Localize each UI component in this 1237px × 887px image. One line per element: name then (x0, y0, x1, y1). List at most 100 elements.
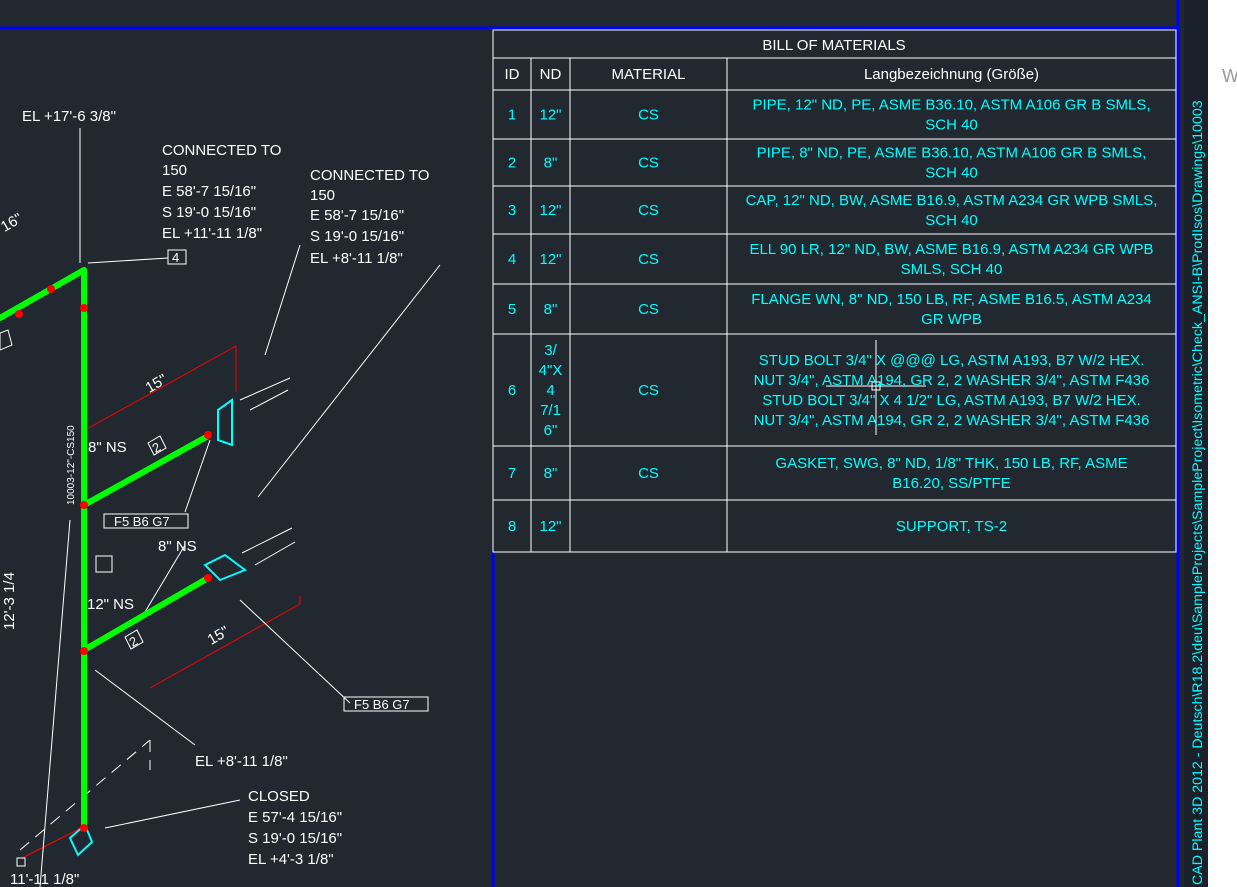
bill-of-materials-table: BILL OF MATERIALS ID ND MATERIAL Langbezeic… (492, 29, 1177, 553)
bom-cell-desc: B16.20, SS/PTFE (892, 475, 1010, 492)
bom-cell-material: CS (638, 107, 659, 124)
el-mid-label: EL +8'-11 1/8" (195, 753, 288, 770)
bom-cell-nd: 8" (544, 301, 558, 318)
bom-header-cell: ID (505, 66, 520, 83)
w-fragment: W (1222, 66, 1237, 86)
flange-symbols (68, 398, 248, 857)
bom-cell-nd: 12" (539, 518, 561, 535)
bom-rows: 1 12" CS PIPE, 12" ND, PE, ASME B36.10, AST… (508, 97, 1158, 536)
bom-title: BILL OF MATERIALS (762, 37, 905, 54)
closed-line: EL +4'-3 1/8" (248, 851, 334, 868)
tag-4-label: 4 (172, 250, 179, 265)
bom-row: 6 3/4"X 4 7/1 6" CS STUD BOLT 3/4" X @@@ LG, A… (508, 342, 1150, 439)
bom-border (492, 29, 1177, 553)
dimension-lines (21, 345, 301, 859)
drawing-frame (0, 0, 1180, 887)
closed-line: E 57'-4 15/16" (248, 809, 342, 826)
bom-cell-material: CS (638, 155, 659, 172)
bom-cell-desc: PIPE, 12" ND, PE, ASME B36.10, ASTM A106… (753, 97, 1151, 114)
bom-cell-id: 6 (508, 382, 516, 399)
bom-row: 1 12" CS PIPE, 12" ND, PE, ASME B36.10, AST… (508, 97, 1151, 134)
bom-grid-lines (493, 57, 1176, 552)
connected-to-1: CONNECTED TO 150 E 58'-7 15/16" S 19'-0 … (162, 142, 281, 242)
sidebar-strip (1184, 0, 1208, 887)
bom-cell-material: CS (638, 465, 659, 482)
conn1-line: EL +11'-11 1/8" (162, 225, 262, 242)
bom-cell-material: CS (638, 301, 659, 318)
f5-tag-1: F5 B6 G7 (114, 514, 170, 529)
dim-bottom-fragment: 11'-11 1/8" (10, 871, 79, 887)
ns-12-label: 12" NS (87, 596, 134, 613)
conn2-line: CONNECTED TO (310, 167, 429, 184)
el-top-label: EL +17'-6 3/8" (22, 108, 116, 125)
bom-header-cell: Langbezeichnung (Größe) (864, 66, 1039, 83)
conn1-line: E 58'-7 15/16" (162, 183, 256, 200)
closed-line: CLOSED (248, 788, 310, 805)
bom-cell-desc: STUD BOLT 3/4" X @@@ LG, ASTM A193, B7 W… (759, 352, 1145, 369)
ns-8-label-a: 8" NS (88, 439, 127, 456)
closed-label: CLOSED E 57'-4 15/16" S 19'-0 15/16" EL … (248, 788, 342, 868)
bom-cell-desc: SCH 40 (925, 165, 978, 182)
bom-cell-nd: 4 (546, 382, 554, 399)
bom-row: 7 8" CS GASKET, SWG, 8" ND, 1/8" THK, 150 L… (508, 455, 1128, 492)
bom-cell-nd: 3/ (544, 342, 557, 359)
bom-header-row: ID ND MATERIAL Langbezeichnung (Größe) (505, 66, 1040, 83)
bom-cell-desc: FLANGE WN, 8" ND, 150 LB, RF, ASME B16.5… (751, 291, 1151, 308)
tag-boxes (0, 249, 429, 867)
bom-cell-desc: CAP, 12" ND, BW, ASME B16.9, ASTM A234 G… (746, 192, 1158, 209)
bom-cell-desc: NUT 3/4", ASTM A194, GR 2, 2 WASHER 3/4"… (754, 372, 1150, 389)
bom-cell-desc: GASKET, SWG, 8" ND, 1/8" THK, 150 LB, RF… (775, 455, 1127, 472)
line-number-label: 10003-12"-CS150 (66, 425, 77, 505)
bom-cell-id: 3 (508, 202, 516, 219)
bom-header-cell: ND (540, 66, 562, 83)
dim-15-label-a: 15" (143, 371, 171, 397)
bom-cell-nd: 7/1 (540, 402, 561, 419)
bom-cell-desc: SMLS, SCH 40 (901, 261, 1003, 278)
conn1-line: CONNECTED TO (162, 142, 281, 159)
conn2-line: E 58'-7 15/16" (310, 207, 404, 224)
conn2-line: 150 (310, 187, 335, 204)
dim-vert-fragment: 12'-3 1/4 (1, 572, 18, 630)
bom-cell-material: CS (638, 382, 659, 399)
conn2-line: S 19'-0 15/16" (310, 228, 404, 245)
bom-cell-nd: 6" (544, 422, 558, 439)
bom-cell-desc: NUT 3/4", ASTM A194, GR 2, 2 WASHER 3/4"… (754, 412, 1150, 429)
tag-2b-label: 2 (127, 633, 141, 650)
bom-cell-desc: SCH 40 (925, 117, 978, 134)
ns-8-label-b: 8" NS (158, 538, 197, 555)
bom-cell-nd: 8" (544, 155, 558, 172)
bom-cell-nd: 8" (544, 465, 558, 482)
crosshair-cursor (826, 340, 926, 435)
bom-cell-desc: PIPE, 8" ND, PE, ASME B36.10, ASTM A106 … (757, 145, 1147, 162)
right-margin-strip (1208, 0, 1237, 887)
bom-cell-desc: SCH 40 (925, 212, 978, 229)
connected-to-2: CONNECTED TO 150 E 58'-7 15/16" S 19'-0 … (310, 167, 429, 267)
closed-line: S 19'-0 15/16" (248, 830, 342, 847)
sidebar-path-text: CAD Plant 3D 2012 - Deutsch\R18.2\deu\Sa… (1190, 100, 1206, 885)
bom-header-cell: MATERIAL (612, 66, 686, 83)
tag-2a-label: 2 (150, 439, 164, 456)
bom-cell-desc: STUD BOLT 3/4" X 4 1/2" LG, ASTM A193, B… (762, 392, 1141, 409)
conn2-line: EL +8'-11 1/8" (310, 250, 403, 267)
bom-cell-nd: 12" (539, 107, 561, 124)
bom-cell-nd: 12" (539, 251, 561, 268)
conn1-line: S 19'-0 15/16" (162, 204, 256, 221)
conn1-line: 150 (162, 162, 187, 179)
bom-cell-id: 8 (508, 518, 516, 535)
f5-tag-2: F5 B6 G7 (354, 697, 410, 712)
leader-lines (39, 128, 441, 887)
bom-row: 2 8" CS PIPE, 8" ND, PE, ASME B36.10, ASTM … (508, 145, 1147, 182)
bom-cell-desc: GR WPB (921, 311, 982, 328)
bom-cell-desc: SUPPORT, TS-2 (896, 518, 1007, 535)
bom-cell-material: CS (638, 251, 659, 268)
bom-cell-id: 2 (508, 155, 516, 172)
weld-points (15, 285, 212, 832)
bom-row: 8 12" SUPPORT, TS-2 (508, 518, 1007, 535)
bom-cell-nd: 4"X (539, 362, 563, 379)
bom-cell-id: 1 (508, 107, 516, 124)
pipe-segments (0, 267, 211, 831)
bom-cell-id: 7 (508, 465, 516, 482)
